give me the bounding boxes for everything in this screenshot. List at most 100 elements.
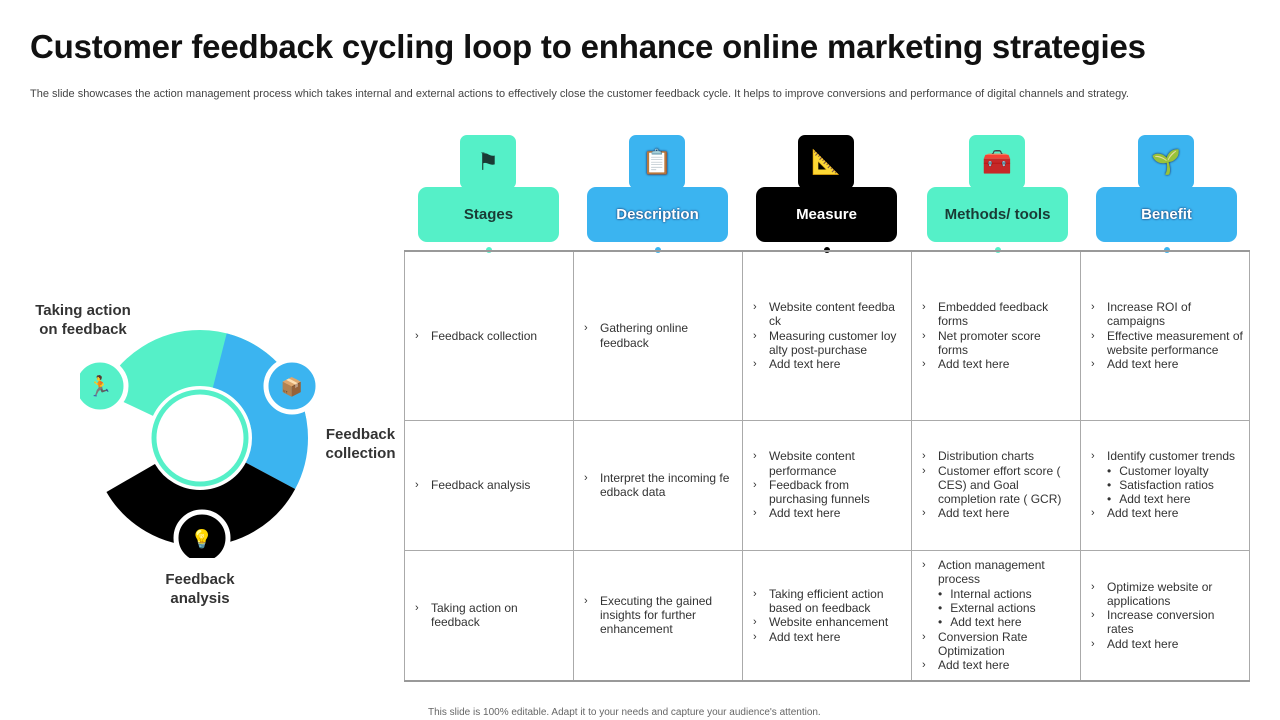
table-cell: › Gathering online feedback [573,250,743,421]
list-item-text: Action management process [938,558,1045,587]
list-item: ›Add text here [922,506,1074,520]
list-item-text: Website content feedba ck [769,300,895,329]
table-row: ›Feedback collection › Gathering online fe… [404,250,1250,421]
list-item-text: Feedback analysis [431,477,531,492]
roadmap-icon-glyph: ⚑ [477,148,499,176]
chevron-icon: › [753,329,757,342]
chevron-icon: › [753,301,757,313]
chevron-icon: › [1091,580,1095,593]
page-subtitle: The slide showcases the action managemen… [30,88,1129,100]
table-cell: › Feedback analysis [404,419,574,551]
running-person-icon: 🏃 [88,374,113,398]
header-label: Description [616,206,699,223]
chevron-icon: › [1091,450,1095,463]
list-item-text: Optimize website or applications [1107,579,1213,608]
list-item: ›Distribution charts [922,449,1074,463]
list-item: ›Measuring customer loy alty post-purcha… [753,329,905,358]
table-cell: ›Identify customer trendsCustomer loyalt… [1080,419,1250,551]
chevron-icon: › [1091,301,1095,313]
house-compass-icon-glyph: 📐 [811,148,841,176]
list-item-text: Interpret the incoming fe edback data [600,470,730,499]
list-item-text: Effective measurement of website perform… [1107,328,1243,357]
header-3: Methods/ tools [927,187,1068,242]
chevron-icon: › [922,358,926,371]
list-item: › Add text here [753,506,905,520]
list-item-text: Add text here [769,506,841,521]
list-item: ›Add text here [1091,506,1243,520]
list-item: ›Add text here [922,658,1074,672]
chevron-icon: › [1091,329,1095,342]
sub-item: Add text here [922,615,1074,629]
list-item-text: Add text here [1107,636,1179,651]
cycle-inner-ring [151,389,249,487]
list-item-text: Taking efficient action based on feedbac… [769,586,884,615]
list-item-text: Increase ROI of campaigns [1107,300,1192,329]
list-item: › Add text here [922,357,1074,371]
clipboard-search-icon-glyph: 📋 [642,148,672,176]
table-cell: › Embedded feedback forms›Net promoter s… [911,250,1081,421]
list-item-text: Add text here [769,357,841,372]
list-item-text: Executing the gained insights for furthe… [600,593,713,637]
connector-dot [1164,247,1170,253]
list-item: › Embedded feedback forms [922,300,1074,329]
cycle-label-action: Taking action on feedback [35,302,131,338]
table-cell: ›Feedback collection [404,250,574,421]
sub-item: Internal actions [922,587,1074,601]
chevron-icon: › [922,301,926,313]
chevron-icon: › [584,322,588,335]
list-item-text: Feedback from purchasing funnels [769,477,870,507]
list-item-text: Gathering online feedback [600,321,689,350]
chevron-icon: › [922,559,926,572]
list-item-text: Identify customer trends [1107,449,1236,464]
connector-dot [824,247,830,253]
list-item: › Identify customer trends [1091,449,1243,463]
connector-dot [995,247,1001,253]
feedback-table: ›Feedback collection › Gathering online fe… [404,250,1250,682]
connector-dot [486,247,492,253]
header-4: Benefit [1096,187,1237,242]
list-item-text: Customer effort score ( CES) and Goal co… [938,463,1062,507]
chevron-icon: › [753,587,757,600]
chevron-icon: › [753,358,757,371]
footer-note: This slide is 100% editable. Adapt it to… [428,707,821,718]
list-item: ›Conversion Rate Optimization [922,630,1074,659]
chevron-icon: › [922,329,926,342]
list-item: › Website content feedba ck [753,300,905,329]
chevron-icon: › [922,507,926,520]
list-item: ›Add text here [753,630,905,644]
table-cell: › Increase ROI of campaigns › Effective mea… [1080,250,1250,421]
list-item: › Action management process [922,558,1074,587]
list-item-text: Website content performance [769,449,855,478]
list-item: › Feedback analysis [415,478,567,492]
chevron-icon: › [922,630,926,643]
chevron-icon: › [1091,637,1095,650]
list-item: ›Feedback collection [415,329,567,343]
chevron-icon: › [1091,358,1095,371]
chevron-icon: › [415,478,419,491]
list-item: › Add text here [1091,637,1243,651]
list-item-text: Add text here [769,629,841,644]
cycle-label-collection: Feedback collection [325,426,396,462]
money-plant-hand-icon-glyph: 🌱 [1151,148,1181,176]
chevron-icon: › [415,601,419,614]
chevron-icon: › [753,507,757,520]
chevron-icon: › [922,659,926,672]
list-item-text: Add text here [938,357,1010,372]
list-item-text: Net promoter score forms [938,328,1041,357]
header-label: Stages [463,206,514,223]
list-item: › Interpret the incoming fe edback data [584,471,736,500]
lightbulb-icon: 💡 [191,528,213,549]
header-label: Methods/ tools [944,206,1051,223]
chevron-icon: › [753,478,757,491]
chevron-icon: › [584,471,588,484]
list-item: › Increase ROI of campaigns [1091,300,1243,329]
sub-item: External actions [922,601,1074,615]
sub-item: Add text here [1091,492,1243,506]
list-item: ›Website enhancement [753,615,905,629]
chevron-icon: › [753,616,757,629]
list-item-text: Add text here [1107,357,1179,372]
table-cell: › Website content feedba ck›Measuring cus… [742,250,912,421]
list-item: › Add text here [753,357,905,371]
list-item-text: Distribution charts [938,449,1035,464]
table-row: ›Taking action on feedback›Executing the… [404,549,1250,682]
